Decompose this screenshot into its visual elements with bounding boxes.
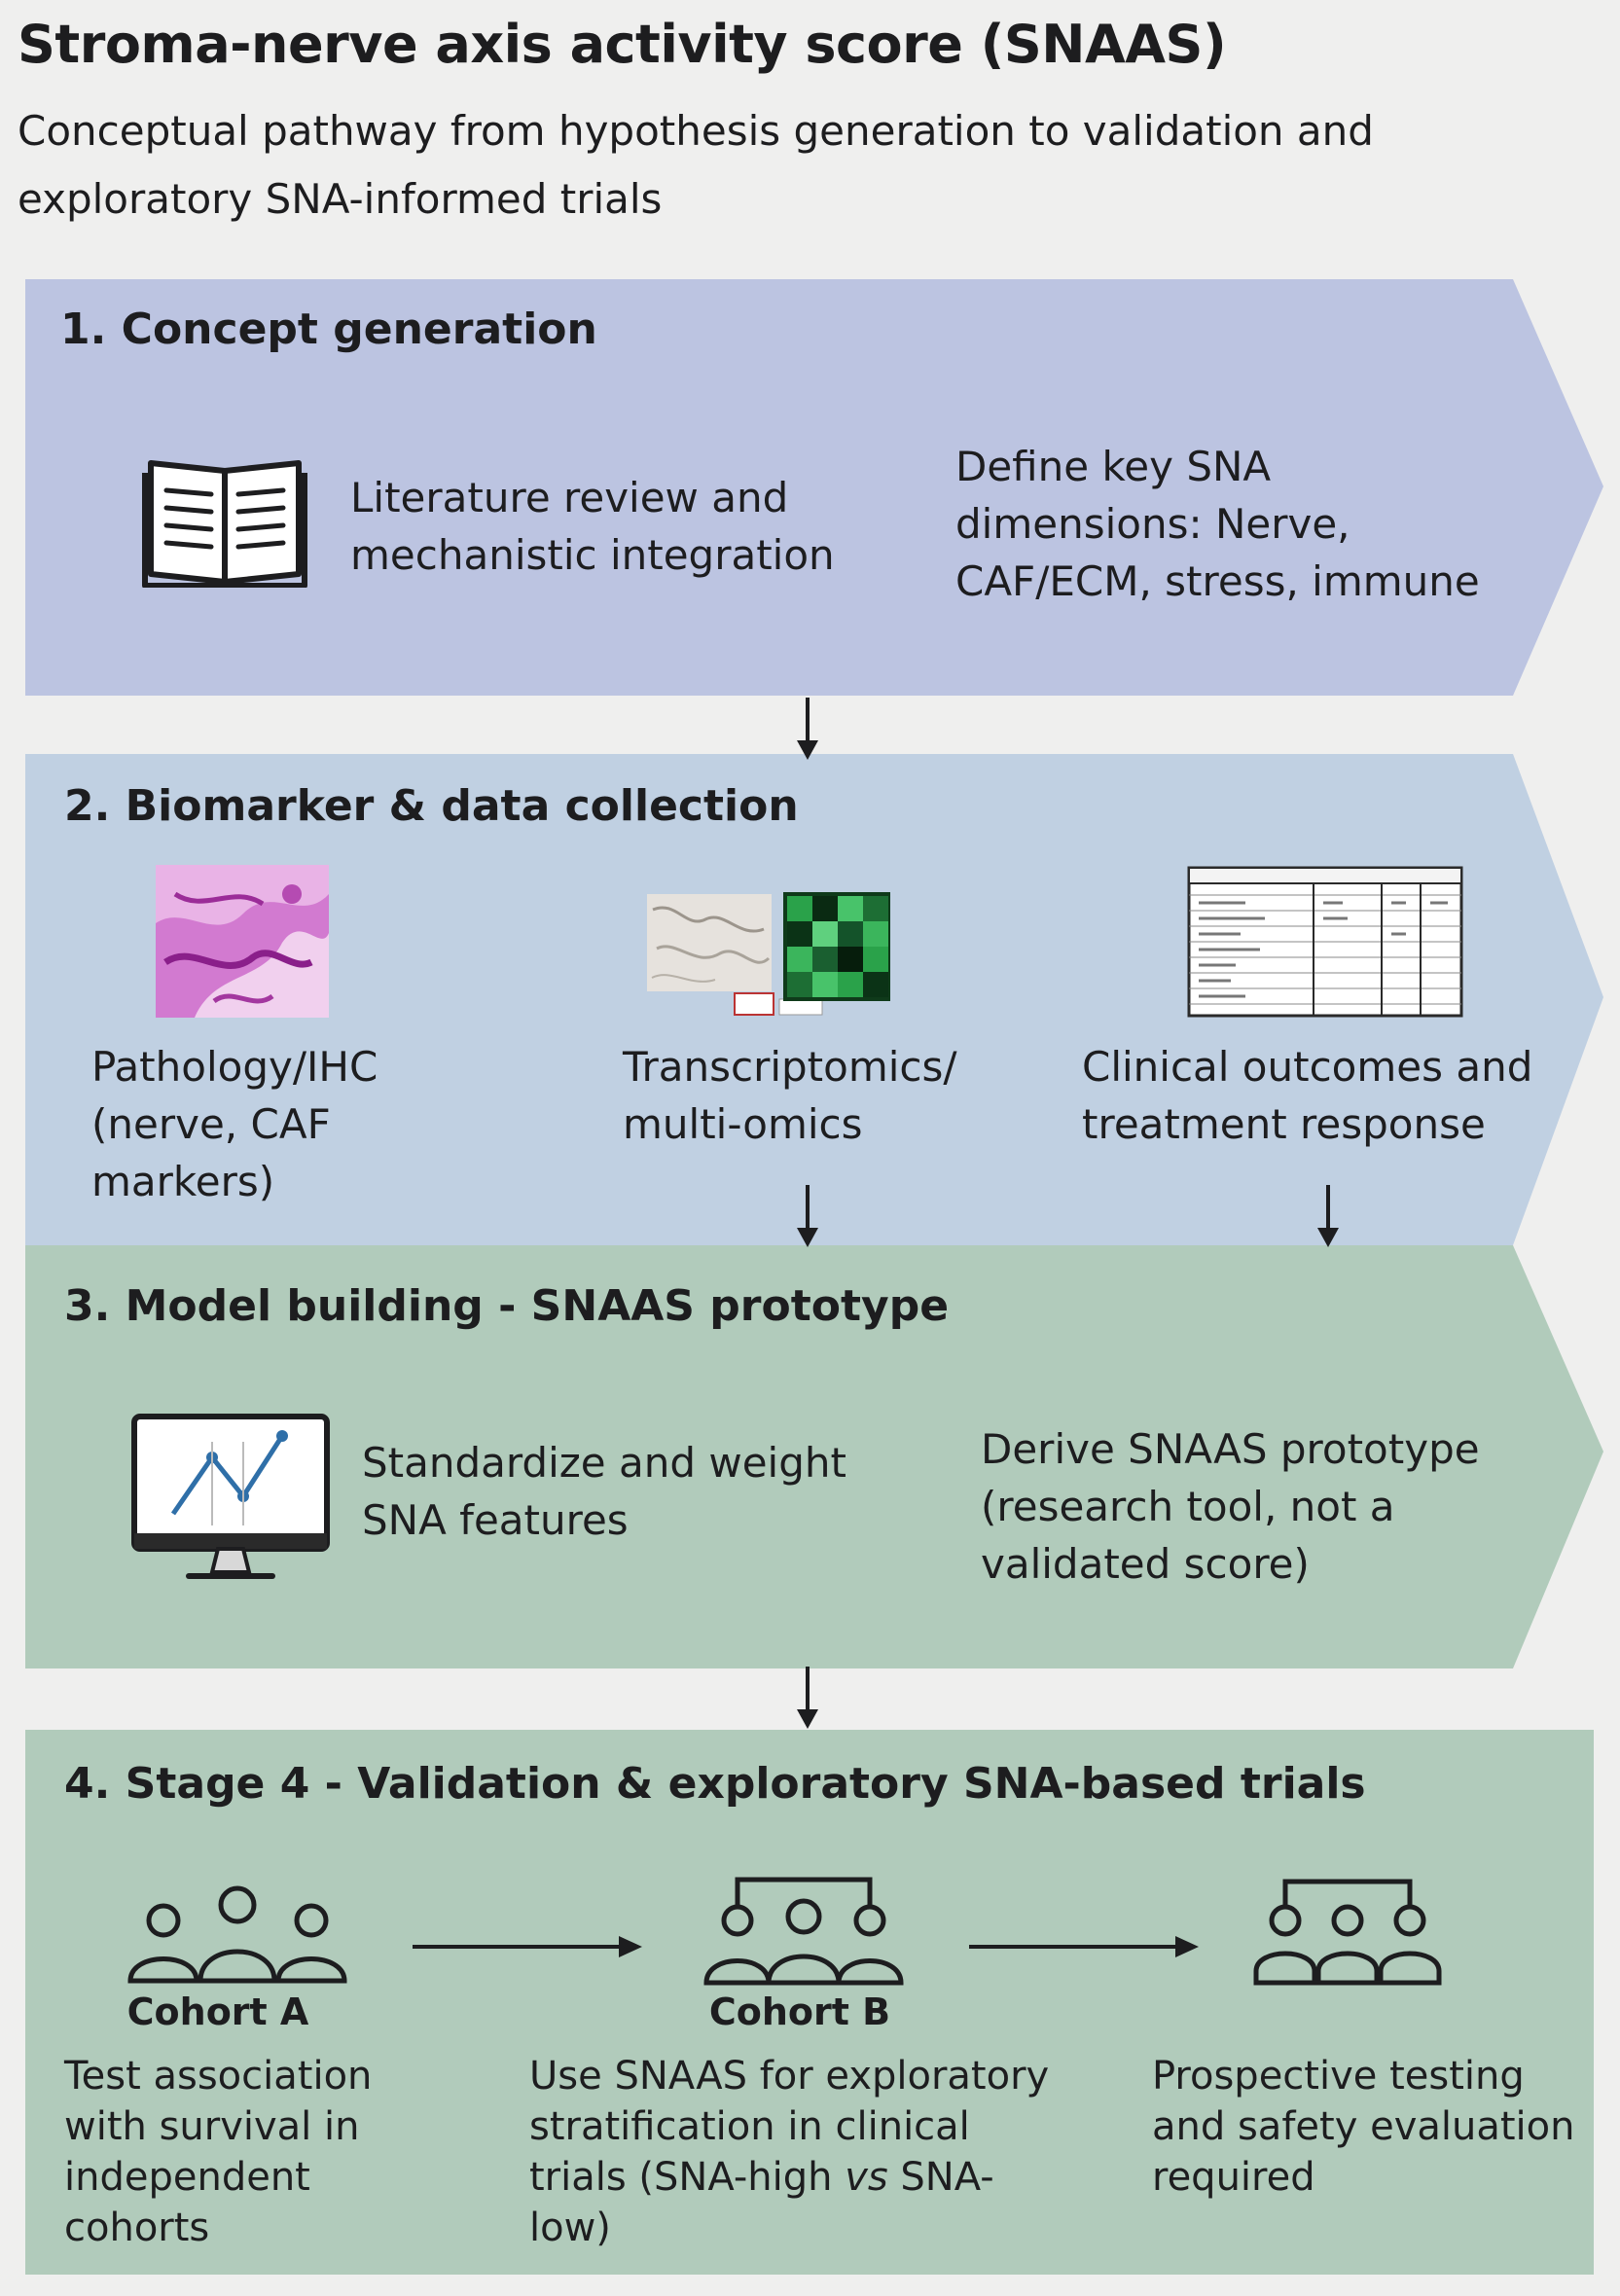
stage1-literature-text: Literature review and mechanistic integr… [350,474,835,579]
cohort-b-people-icon [703,1877,904,1986]
stage4-stratification-text: Use SNAAS for exploratory stratification… [529,2051,1074,2253]
stratification-text-end: SNA-low) [529,2155,994,2250]
transcriptomics-image [647,892,890,1016]
stage3-chevron [25,1245,1603,1668]
stratification-text-main: Use SNAAS for exploratory stratification… [529,2054,1050,2200]
page-title: Stroma-nerve axis activity score (SNAAS) [18,14,1227,75]
monitor-chart-icon [131,1414,330,1579]
arrow-stage3-to-stage4 [793,1667,822,1731]
arrow-omics-to-stage3 [793,1185,822,1249]
stage4-survival-text: Test association with survival in indepe… [64,2054,373,2250]
arrow-clinical-to-stage3 [1314,1185,1343,1249]
arrow-cohort-a-to-b [413,1936,642,1957]
stage2-pathology-text: Pathology/IHC (nerve, CAF markers) [91,1043,378,1205]
stage2-title: 2. Biomarker & data collection [64,781,799,831]
stage2-clinical-text: Clinical outcomes and treatment response [1082,1043,1533,1148]
stage2-omics-text: Transcriptomics/ multi-omics [623,1043,957,1148]
stage3-derive-text: Derive SNAAS prototype (research tool, n… [981,1425,1480,1588]
open-book-icon [142,460,307,588]
stage4-box [25,1730,1594,2275]
stage4-prospective-text: Prospective testing and safety evaluatio… [1152,2054,1575,2200]
cohort-b-label: Cohort B [708,1991,891,2033]
cohort-a-label: Cohort A [126,1991,309,2033]
stage4-title: 4. Stage 4 - Validation & exploratory SN… [64,1759,1366,1809]
clinical-table-image [1187,866,1463,1018]
stage1-title: 1. Concept generation [60,305,597,354]
pathology-image [156,865,329,1018]
page-subtitle: Conceptual pathway from hypothesis gener… [18,107,1374,223]
stage1-dimensions-text: Define key SNA dimensions: Nerve, CAF/EC… [955,443,1480,605]
stage3-standardize-text: Standardize and weight SNA features [362,1439,846,1544]
prospective-people-icon [1253,1879,1442,1986]
arrow-stage1-to-stage2 [793,698,822,762]
cohort-a-people-icon [127,1885,347,1984]
stage1-chevron [25,279,1603,696]
arrow-cohort-b-to-prospective [969,1936,1199,1957]
vs-italic: vs [845,2155,888,2200]
stage3-title: 3. Model building - SNAAS prototype [64,1281,950,1331]
